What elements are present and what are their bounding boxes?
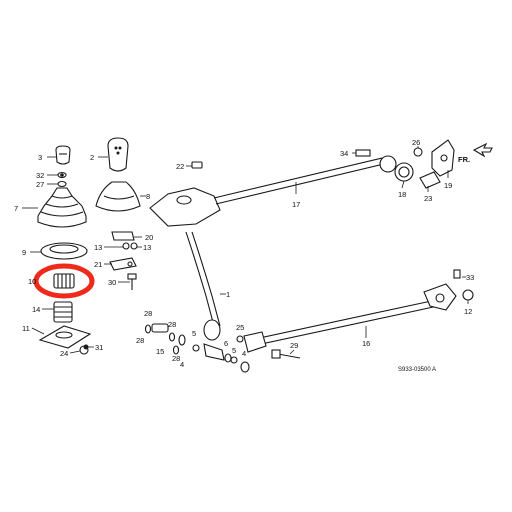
- ring-27: [57, 180, 67, 188]
- seal-28c: [172, 345, 180, 355]
- bracket-21: [109, 257, 137, 271]
- label-30: 30: [108, 278, 116, 287]
- seal-9: [40, 242, 88, 260]
- direction-label: FR.: [458, 155, 470, 164]
- label-34: 34: [340, 149, 348, 158]
- label-20: 20: [145, 233, 153, 242]
- label-13b: 13: [143, 243, 151, 252]
- spring-14: [53, 301, 73, 323]
- label-23: 23: [424, 194, 432, 203]
- shift-lever: [185, 231, 225, 361]
- shift-boot-outer: [37, 187, 87, 228]
- label-17: 17: [292, 200, 300, 209]
- bracket-19: [431, 139, 455, 177]
- label-24: 24: [60, 349, 68, 358]
- label-28a: 28: [144, 309, 152, 318]
- label-31: 31: [95, 343, 103, 352]
- cap-33: [453, 269, 461, 279]
- bushing-12: [462, 289, 474, 301]
- label-2: 2: [90, 153, 94, 162]
- part-labels: 3 2 32 27 7 8 9 10 14 11 24 31 22 20 13 …: [14, 138, 474, 373]
- label-33: 33: [466, 273, 474, 282]
- bushing-15: [151, 323, 169, 333]
- label-12: 12: [464, 307, 472, 316]
- label-32: 32: [36, 171, 44, 180]
- seal-28b: [168, 332, 176, 342]
- extension-rod-16: [243, 283, 457, 353]
- bolt-30: [127, 273, 137, 290]
- label-5a: 5: [192, 329, 196, 338]
- label-4b: 4: [242, 349, 246, 358]
- label-11: 11: [22, 324, 30, 333]
- collar-13a: [122, 242, 130, 250]
- bushing-10: [53, 273, 75, 289]
- shift-knob: [107, 137, 129, 172]
- diagram-code: S933-03500 A: [398, 367, 436, 373]
- label-1: 1: [226, 290, 230, 299]
- bracket-20: [111, 231, 135, 241]
- lever-seat-11: [38, 325, 92, 349]
- highlight-circle: [33, 263, 95, 299]
- bolt-22: [191, 161, 203, 169]
- label-7: 7: [14, 204, 18, 213]
- label-16: 16: [362, 339, 370, 348]
- label-22: 22: [176, 162, 184, 171]
- label-18: 18: [398, 190, 406, 199]
- label-5b: 5: [232, 346, 236, 355]
- label-10: 10: [28, 277, 36, 286]
- collar-23: [419, 171, 441, 189]
- label-26: 26: [412, 138, 420, 147]
- bushing-18: [379, 155, 414, 182]
- shift-knob-small: [55, 145, 71, 165]
- clip-25: [236, 335, 244, 343]
- label-15: 15: [156, 347, 164, 356]
- bushing-4b: [240, 361, 250, 373]
- bolt-31: [83, 344, 89, 350]
- label-25: 25: [236, 323, 244, 332]
- label-8: 8: [146, 192, 150, 201]
- shift-boot-inner: [95, 181, 141, 212]
- washer-6: [224, 353, 232, 363]
- collar-5b: [230, 356, 238, 364]
- bolt-26: [413, 147, 423, 157]
- label-3: 3: [38, 153, 42, 162]
- collar-5a: [192, 344, 200, 352]
- leader-lines: [22, 146, 469, 355]
- nut-32: [57, 171, 67, 179]
- bolt-29: [271, 349, 301, 359]
- label-4a: 4: [180, 360, 184, 369]
- front-arrow-icon: [472, 142, 493, 158]
- label-14: 14: [32, 305, 40, 314]
- collar-13b: [130, 242, 138, 250]
- change-rod-17: [149, 157, 385, 227]
- bushing-4a: [178, 334, 186, 346]
- label-19: 19: [444, 181, 452, 190]
- label-28d: 28: [172, 354, 180, 363]
- bolt-34: [355, 149, 371, 157]
- label-28c: 28: [168, 320, 176, 329]
- label-21: 21: [94, 260, 102, 269]
- label-9: 9: [22, 248, 26, 257]
- label-27: 27: [36, 180, 44, 189]
- label-6: 6: [224, 339, 228, 348]
- label-29: 29: [290, 341, 298, 350]
- label-28b: 28: [136, 336, 144, 345]
- seal-28a: [144, 324, 152, 334]
- label-13a: 13: [94, 243, 102, 252]
